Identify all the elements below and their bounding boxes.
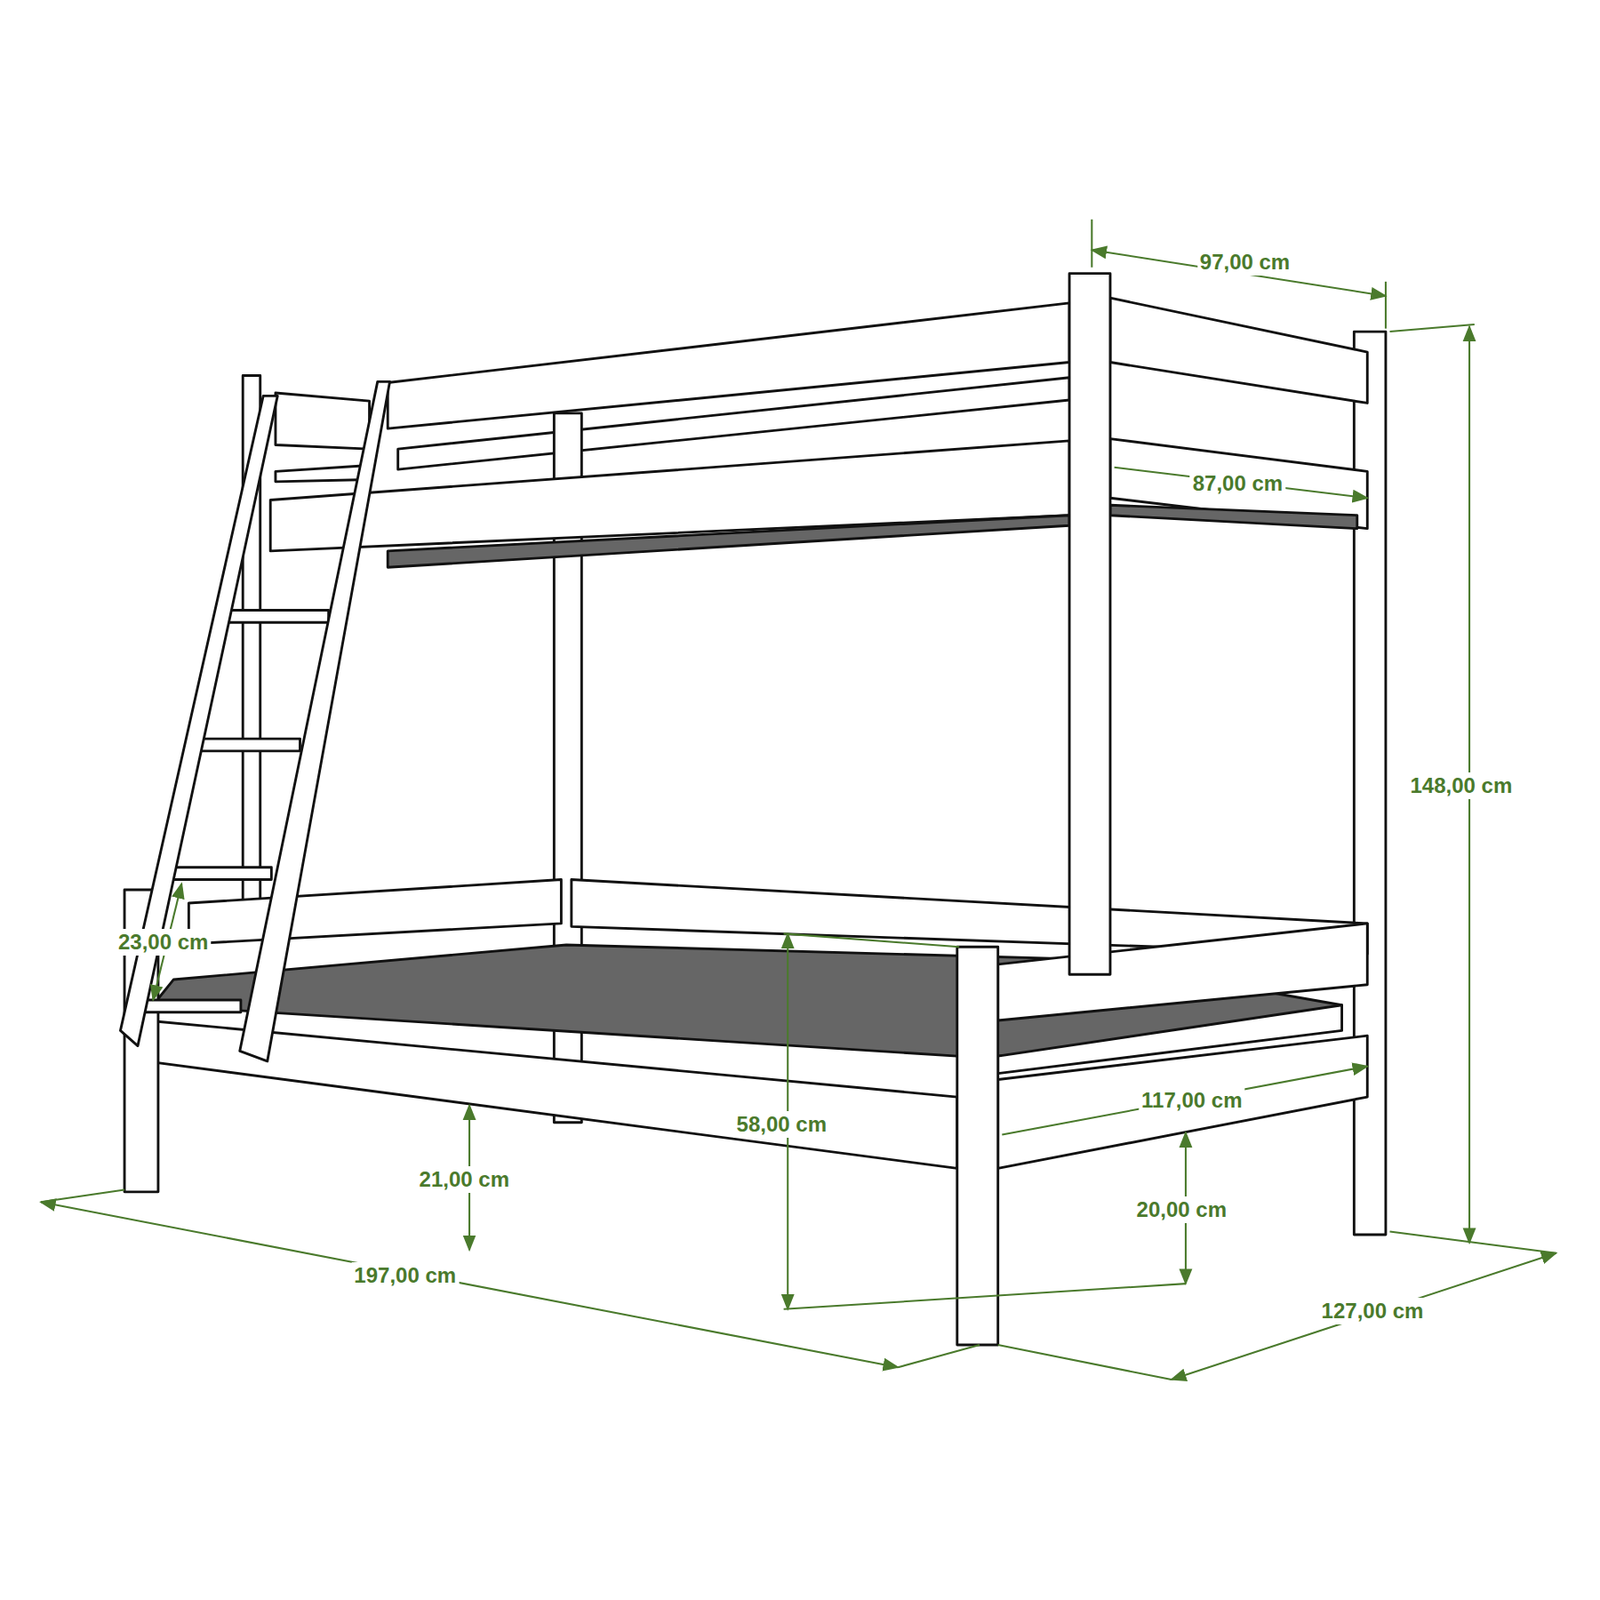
dimension-label: 127,00 cm <box>1319 1297 1427 1325</box>
dimension-label: 117,00 cm <box>1138 1087 1245 1114</box>
dimension-label: 23,00 cm <box>115 928 211 956</box>
dimension-label: 97,00 cm <box>1197 248 1293 276</box>
dimension-label: 148,00 cm <box>1407 772 1515 800</box>
dimension-label: 21,00 cm <box>416 1166 512 1193</box>
dimension-label: 58,00 cm <box>734 1111 830 1138</box>
dimension-label: 87,00 cm <box>1190 470 1286 497</box>
dimension-label: 20,00 cm <box>1134 1196 1230 1224</box>
dimension-label: 197,00 cm <box>351 1262 459 1289</box>
